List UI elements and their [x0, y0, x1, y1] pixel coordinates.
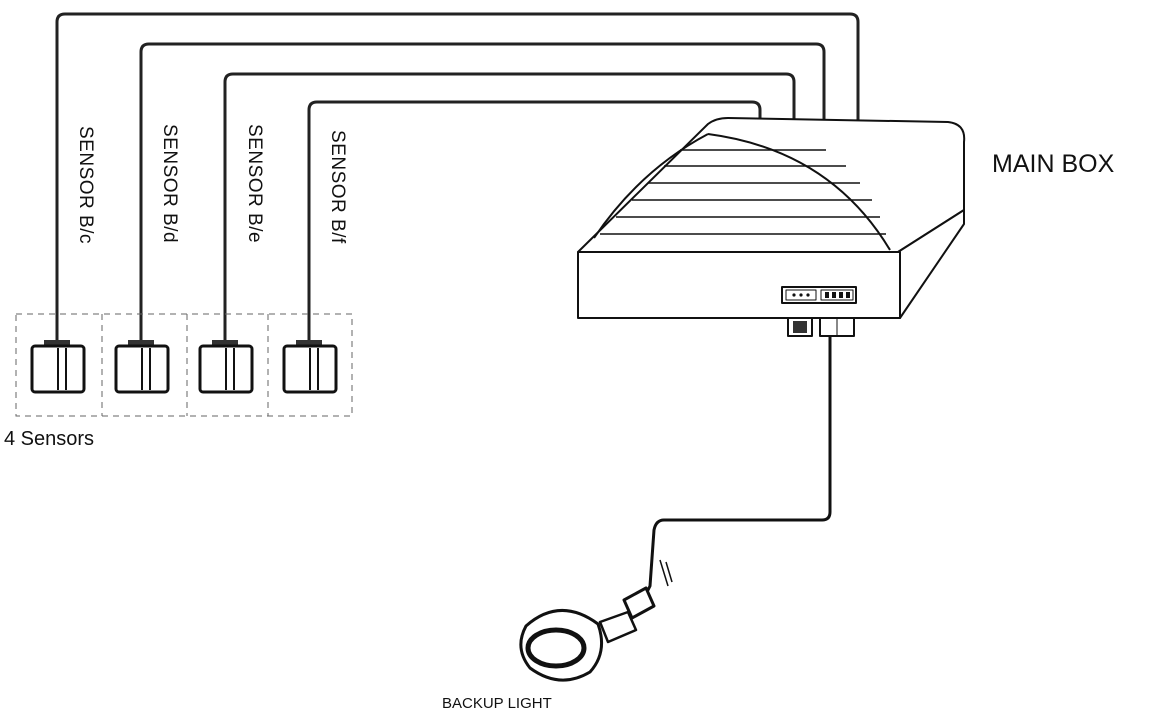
sensor-group	[15, 313, 353, 417]
main-box-dome	[593, 133, 891, 251]
backup-light	[519, 586, 656, 682]
sensors-count-label: 4 Sensors	[4, 428, 95, 450]
wire-sensor-d	[139, 42, 826, 340]
wire-sensor-e	[223, 72, 796, 340]
backup-light-label: BACKUP LIGHT	[442, 695, 552, 712]
main-box-top	[577, 117, 966, 253]
main-box	[577, 117, 966, 337]
wire-strand	[665, 561, 673, 583]
bottom-plugs	[787, 317, 855, 337]
sensor-e	[198, 340, 254, 394]
sensor-d	[114, 340, 170, 394]
main-box-label: MAIN BOX	[992, 150, 1115, 178]
backup-light-wire	[636, 336, 832, 611]
sensor-c-label: SENSOR B/c	[75, 126, 96, 244]
sensor-wires	[55, 12, 860, 340]
sensor-e-label: SENSOR B/e	[244, 124, 265, 244]
sensor-d-label: SENSOR B/d	[159, 124, 180, 244]
sensor-outline	[15, 313, 353, 417]
sensor-f-label: SENSOR B/f	[327, 130, 348, 244]
backup-light-neck	[598, 610, 638, 644]
wire-sensor-f	[307, 100, 762, 340]
wire-strand	[659, 559, 669, 587]
sensor-c	[30, 340, 86, 394]
main-box-stripes	[600, 149, 886, 235]
wire-sensor-c	[55, 12, 860, 340]
sensor-f	[282, 340, 338, 394]
main-box-front	[577, 251, 901, 319]
connector-panel	[781, 286, 857, 304]
backup-light-lens	[525, 627, 587, 669]
